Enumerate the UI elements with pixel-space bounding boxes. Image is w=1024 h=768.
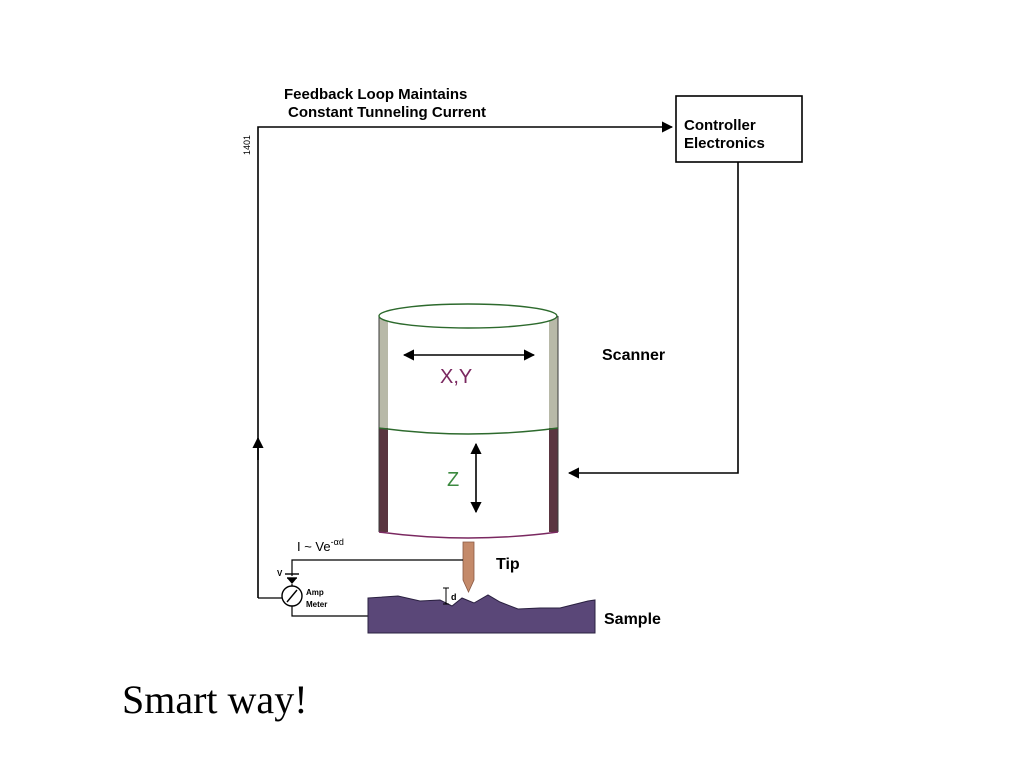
voltage-label: V — [277, 569, 283, 578]
voltage-triangle — [287, 578, 297, 584]
xy-label: X,Y — [440, 366, 472, 388]
controller-label-line1: Controller — [684, 117, 756, 134]
z-label: Z — [447, 469, 459, 491]
current-formula-base: I ~ Ve — [297, 539, 331, 554]
scanner-cylinder — [378, 303, 559, 539]
amp-to-sample-line — [291, 606, 368, 617]
feedback-title-line1: Feedback Loop Maintains — [284, 86, 467, 103]
amp-meter-label-line1: Amp — [306, 588, 324, 597]
sample-label: Sample — [604, 611, 661, 628]
figure-number: 1401 — [242, 135, 252, 155]
controller-box — [675, 95, 803, 163]
controller-label-line2: Electronics — [684, 135, 765, 152]
scanner-bottom-bar-left — [379, 428, 388, 532]
slide-caption: Smart way! — [122, 677, 308, 722]
scanner-top-ellipse — [378, 303, 558, 329]
sample — [367, 594, 596, 634]
tip-label: Tip — [496, 556, 520, 573]
scanner-middle-ring — [378, 427, 559, 435]
scanner-bottom-ring — [378, 531, 559, 539]
tip — [462, 541, 475, 593]
distance-label: d — [451, 592, 457, 602]
current-formula: I ~ Ve-αd — [297, 537, 344, 554]
scanner-top-bar-right — [549, 316, 558, 428]
scanner-bottom-bar-right — [549, 428, 558, 532]
feedback-title-line2: Constant Tunneling Current — [288, 104, 486, 121]
amp-meter-label-line2: Meter — [306, 600, 327, 609]
scanner-label: Scanner — [602, 347, 665, 364]
current-formula-exponent: -αd — [331, 537, 344, 547]
scanner-top-bar-left — [379, 316, 388, 428]
controller-to-scanner-line — [567, 162, 739, 479]
tip-circuit-line — [291, 559, 463, 576]
